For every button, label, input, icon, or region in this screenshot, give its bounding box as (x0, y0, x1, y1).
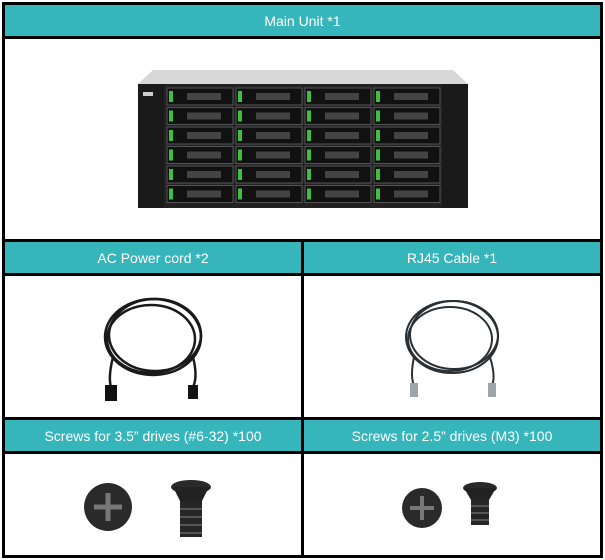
drive-led (306, 110, 311, 122)
drive-handle (186, 190, 221, 198)
rj45-cable-image (405, 299, 499, 397)
drive-led (237, 130, 242, 141)
power-cord-image (103, 297, 203, 401)
header-ac-power-cord: AC Power cord *2 (2, 239, 304, 276)
drive-handle (186, 93, 221, 100)
drive-led (168, 130, 173, 141)
drive-handle (324, 190, 359, 198)
drive-led (168, 110, 173, 122)
drive-handle (255, 112, 290, 120)
cell-main-unit (2, 36, 603, 242)
nas-server-image (137, 70, 468, 208)
drive-handle (186, 112, 221, 120)
drive-handle (393, 151, 428, 159)
drive-led (375, 110, 380, 122)
drive-handle (186, 151, 221, 159)
drive-led (237, 110, 242, 122)
header-main-unit: Main Unit *1 (2, 2, 603, 39)
screws-2-5-image (402, 481, 497, 528)
drive-led (375, 149, 380, 161)
drive-handle (393, 132, 428, 139)
drive-led (306, 169, 311, 180)
drive-led (237, 149, 242, 161)
drive-led (306, 149, 311, 161)
drive-handle (393, 171, 428, 178)
drive-led (306, 130, 311, 141)
drive-handle (255, 190, 290, 198)
drive-led (375, 169, 380, 180)
cell-power-cord (2, 273, 304, 420)
drive-led (237, 169, 242, 180)
drive-led (168, 169, 173, 180)
screws-3-5-image (84, 479, 211, 537)
drive-handle (393, 93, 428, 100)
drive-led (168, 91, 173, 102)
drive-led (168, 188, 173, 200)
drive-handle (255, 171, 290, 178)
drive-handle (393, 190, 428, 198)
drive-handle (393, 112, 428, 120)
drive-handle (324, 132, 359, 139)
header-rj45-cable: RJ45 Cable *1 (301, 239, 603, 276)
drive-led (306, 91, 311, 102)
cell-screws-2-5 (301, 451, 603, 558)
drive-led (168, 149, 173, 161)
drive-led (237, 91, 242, 102)
header-screws-2-5: Screws for 2.5” drives (M3) *100 (301, 417, 603, 454)
drive-led (306, 188, 311, 200)
drive-handle (324, 151, 359, 159)
drive-led (375, 188, 380, 200)
drive-handle (324, 93, 359, 100)
drive-led (375, 91, 380, 102)
cell-rj45-cable (301, 273, 603, 420)
drive-led (237, 188, 242, 200)
drive-handle (324, 112, 359, 120)
drive-handle (255, 151, 290, 159)
drive-handle (255, 132, 290, 139)
drive-handle (186, 132, 221, 139)
cell-screws-3-5 (2, 451, 304, 558)
header-screws-3-5: Screws for 3.5” drives (#6-32) *100 (2, 417, 304, 454)
drive-handle (324, 171, 359, 178)
drive-handle (186, 171, 221, 178)
drive-led (375, 130, 380, 141)
drive-handle (255, 93, 290, 100)
